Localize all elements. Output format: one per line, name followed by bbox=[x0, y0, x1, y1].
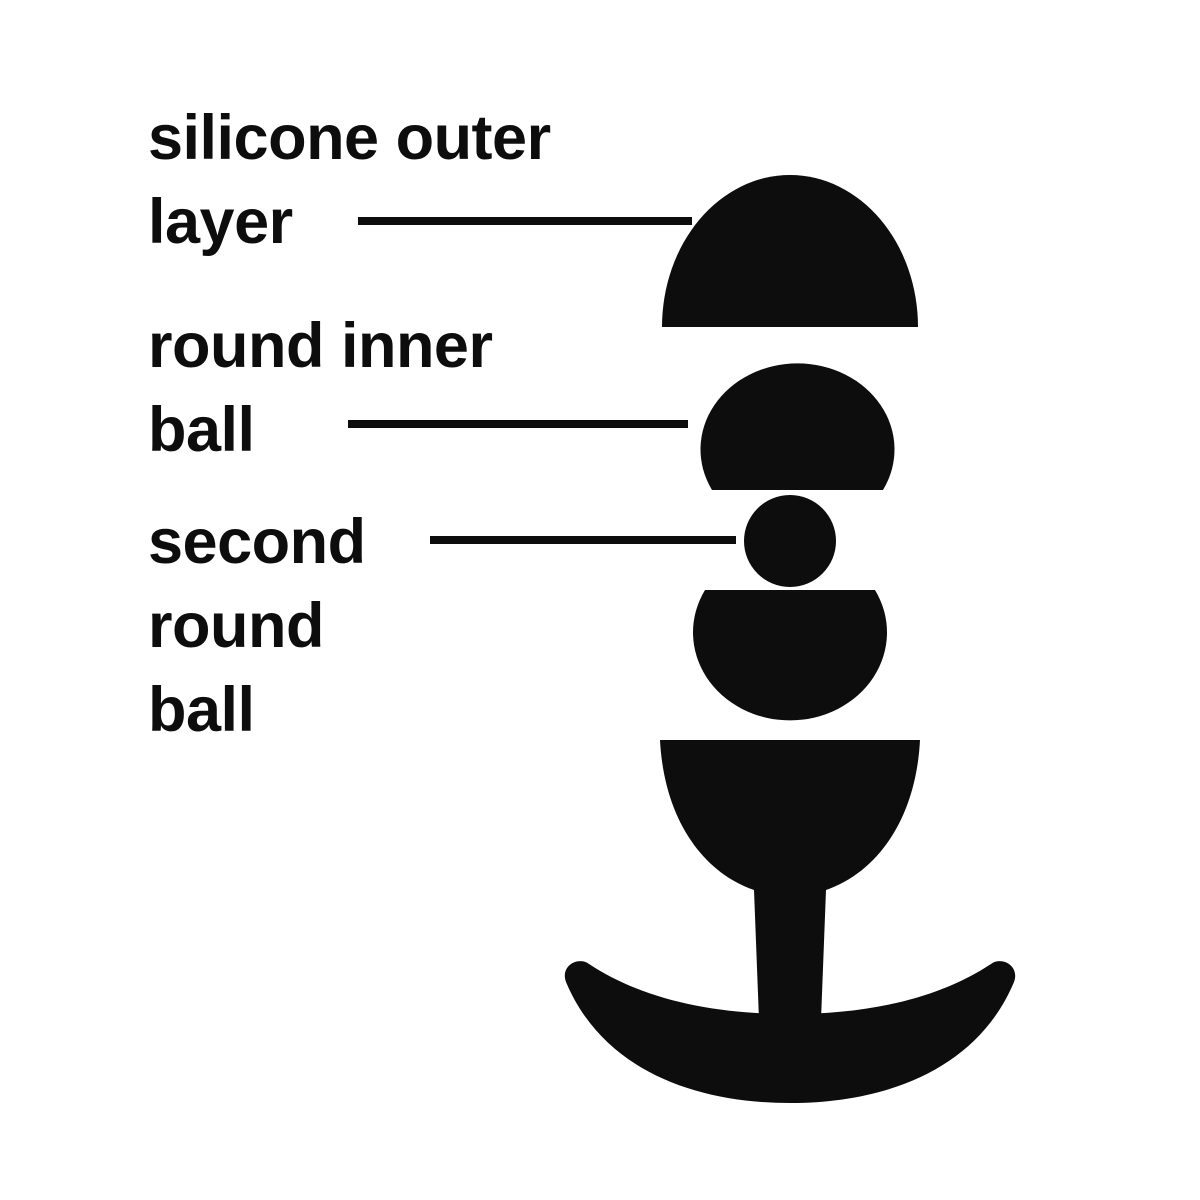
label-line: second bbox=[148, 507, 366, 577]
label-second-round-ball: second round ball bbox=[148, 500, 366, 752]
lower-half-ball-shape bbox=[693, 590, 887, 721]
label-line: ball bbox=[148, 675, 255, 745]
label-silicone-outer-layer: silicone outer layer bbox=[148, 96, 551, 264]
label-line: round bbox=[148, 591, 324, 661]
label-line: round inner bbox=[148, 311, 493, 381]
label-round-inner-ball: round inner ball bbox=[148, 304, 493, 472]
plug-base-shape bbox=[660, 740, 920, 1020]
label-line: layer bbox=[148, 187, 293, 257]
outer-dome-shape bbox=[662, 175, 918, 327]
label-line: silicone outer bbox=[148, 103, 551, 173]
anchor-base-shape bbox=[564, 961, 1016, 1103]
label-line: ball bbox=[148, 395, 255, 465]
second-ball-shape bbox=[744, 495, 836, 587]
inner-ball-shape bbox=[700, 363, 895, 490]
